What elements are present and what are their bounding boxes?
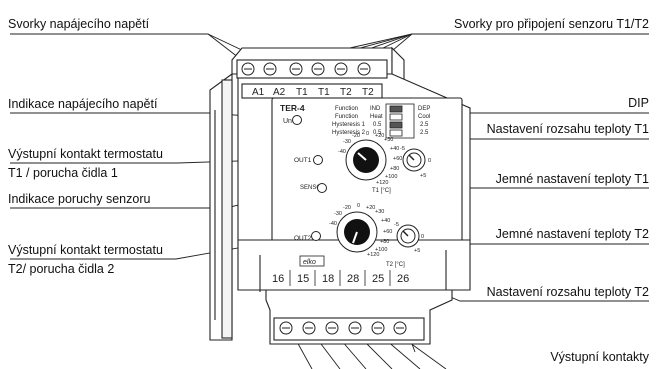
t1-tick-m30: -30: [343, 139, 351, 145]
out2-label: OUT2: [294, 235, 312, 242]
callout-dip: DIP: [628, 96, 649, 111]
function-row-2-left: Heat: [370, 114, 383, 120]
callout-output-contacts: Výstupní kontakty: [550, 350, 649, 365]
terminal-label-5: T2: [340, 87, 352, 98]
terminal-label-1: A1: [252, 87, 265, 98]
bottom-terminal-4: 28: [347, 273, 359, 285]
t1-dial-label: T1 [°C]: [372, 188, 391, 194]
terminal-label-6: T2: [362, 87, 374, 98]
out2-led-icon: [312, 232, 321, 241]
function-row-4-name: Hysteresis 2: [332, 130, 366, 136]
function-row-1-name: Function: [335, 106, 358, 112]
t1-tick-120: +120: [376, 180, 388, 186]
dip-switch-block: [386, 104, 414, 138]
t2-tick-30: +30: [375, 209, 384, 215]
function-row-4-right: 2.5: [420, 130, 429, 136]
t1-tick-20: +20: [375, 133, 384, 139]
t2-tick-40: +40: [381, 218, 390, 224]
t1-range-dial[interactable]: [346, 140, 386, 180]
callout-supply-indication: Indikace napájecího napětí: [8, 97, 157, 112]
leader-sensor-terminals: [380, 34, 649, 61]
t2-fine-dial[interactable]: [397, 225, 419, 247]
bottom-terminal-6: 26: [397, 273, 409, 285]
un-label: Un: [283, 118, 292, 125]
callout-output-t2-line2: T2/ porucha čidla 2: [8, 262, 114, 277]
callout-range-t2: Nastavení rozsahu teploty T2: [487, 285, 649, 300]
supply-led-icon: [293, 116, 302, 125]
function-row-3-right: 2.5: [420, 122, 429, 128]
terminal-label-3: T1: [296, 87, 308, 98]
t2-fine-m5: -5: [394, 222, 399, 228]
t2-fine-0: 0: [421, 234, 424, 240]
callout-fine-t1: Jemné nastavení teploty T1: [496, 172, 649, 187]
leader-dip: [445, 113, 649, 118]
function-row-2-name: Function: [335, 114, 358, 120]
t1-tick-40: +40: [390, 146, 399, 152]
t1-fine-p5: +5: [420, 173, 426, 179]
function-row-3-left: 0.5: [373, 122, 382, 128]
terminal-label-2: A2: [273, 87, 286, 98]
t1-tick-30: +30: [384, 137, 393, 143]
t2-fine-p5: +5: [414, 248, 420, 254]
callout-fine-t2: Jemné nastavení teploty T2: [496, 227, 649, 242]
bottom-terminal-3: 18: [322, 273, 334, 285]
t2-range-dial[interactable]: [337, 212, 377, 252]
t2-tick-20: +20: [366, 205, 375, 211]
t2-tick-m30: -30: [334, 211, 342, 217]
sensor-led-icon: [318, 184, 327, 193]
t1-fine-m5: -5: [400, 146, 405, 152]
callout-range-t1: Nastavení rozsahu teploty T1: [487, 122, 649, 137]
callout-sensor-fault: Indikace poruchy senzoru: [8, 192, 150, 207]
t2-tick-m40: -40: [329, 221, 337, 227]
callout-sensor-terminals: Svorky pro připojení senzoru T1/T2: [454, 17, 649, 32]
out1-led-icon: [314, 156, 323, 165]
t1-fine-dial[interactable]: [403, 149, 425, 171]
t1-fine-0: 0: [428, 158, 431, 164]
t2-tick-120: +120: [367, 252, 379, 258]
t1-tick-60: +60: [393, 156, 402, 162]
function-row-2-right: Cool: [418, 114, 430, 120]
t2-tick-0: 0: [357, 203, 360, 209]
t1-tick-80: +80: [390, 166, 399, 172]
terminal-label-4: T1: [318, 87, 330, 98]
t2-tick-m20: -20: [343, 205, 351, 211]
function-row-1-right: DEP: [418, 106, 430, 112]
callout-output-t2-line1: Výstupní kontakt termostatu: [8, 243, 163, 258]
model-label: TER-4: [280, 103, 305, 113]
function-row-1-left: IND: [370, 106, 381, 112]
t2-dial-label: T2 [°C]: [386, 262, 405, 268]
brand-logo: elko: [303, 259, 316, 266]
function-row-3-name: Hysteresis 1: [332, 122, 366, 128]
bottom-terminal-2: 15: [297, 273, 309, 285]
callout-supply-terminals: Svorky napájecího napětí: [8, 17, 149, 32]
t1-tick-m20: -20: [352, 133, 360, 139]
bottom-terminal-5: 25: [372, 273, 384, 285]
t1-tick-m40: -40: [338, 149, 346, 155]
t1-tick-0: 0: [366, 131, 369, 137]
t2-tick-60: +60: [383, 229, 392, 235]
out1-label: OUT1: [294, 157, 312, 164]
callout-output-t1-line2: T1 / porucha čidla 1: [8, 166, 118, 181]
t2-tick-80: +80: [380, 239, 389, 245]
callout-output-t1-line1: Výstupní kontakt termostatu: [8, 147, 163, 162]
bottom-terminal-1: 16: [272, 273, 284, 285]
leader-supply-terminals: [10, 34, 243, 61]
